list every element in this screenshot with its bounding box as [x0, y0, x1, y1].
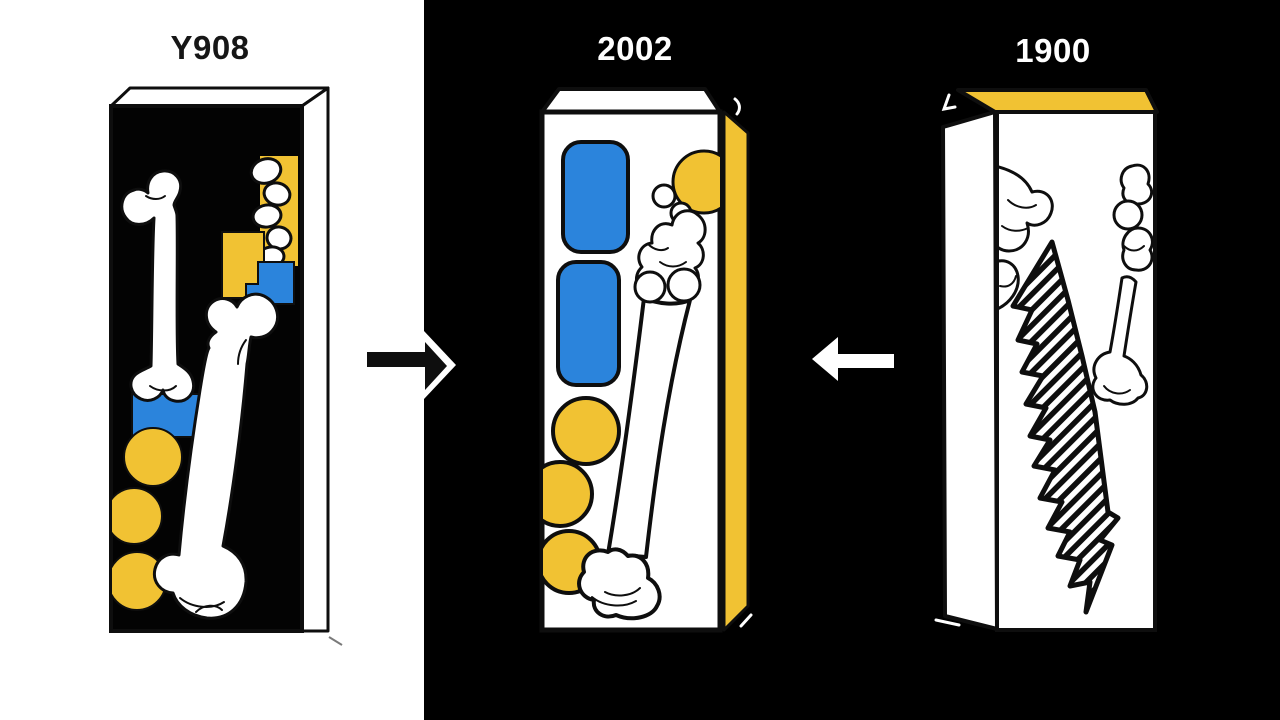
crate-top-face [109, 86, 330, 108]
tarsal-bone-sketch-icon [1091, 163, 1153, 406]
femur-bone-icon [577, 183, 707, 621]
arrow-left-icon [812, 337, 894, 381]
crate-y908 [109, 86, 343, 646]
crate-side-face-yellow [722, 110, 750, 632]
crate-contents [112, 156, 298, 620]
corner-tick [934, 618, 961, 627]
yellow-circle [123, 427, 183, 487]
yellow-circle [551, 396, 621, 466]
corner-tick [739, 613, 753, 628]
corner-tick [733, 97, 741, 116]
panel-label-y908: Y908 [170, 29, 250, 66]
pelvis-bone-sketch-icon [999, 165, 1054, 310]
arrow-right-icon [367, 331, 456, 399]
crate-2002 [539, 87, 753, 633]
crate-contents [543, 140, 720, 621]
blue-rounded-rectangle [561, 140, 630, 254]
panel-label-2002: 2002 [597, 30, 673, 67]
corner-tick [328, 636, 343, 646]
yellow-circle [112, 487, 163, 545]
crate-1900 [934, 88, 1159, 632]
crate-side-face [941, 110, 999, 631]
femur-bone-icon [152, 292, 280, 620]
crate-side-face [300, 86, 330, 633]
small-bone-icon [120, 169, 196, 403]
corner-tick [941, 93, 957, 111]
blue-rounded-rectangle [556, 260, 621, 387]
yellow-circle [543, 460, 594, 528]
yellow-circle [671, 149, 720, 215]
crate-top-face [540, 87, 722, 114]
crate-contents [999, 163, 1153, 615]
panel-label-1900: 1900 [1015, 32, 1091, 69]
crate-top-face-yellow [956, 88, 1159, 114]
hatched-shard-icon [1010, 239, 1121, 615]
